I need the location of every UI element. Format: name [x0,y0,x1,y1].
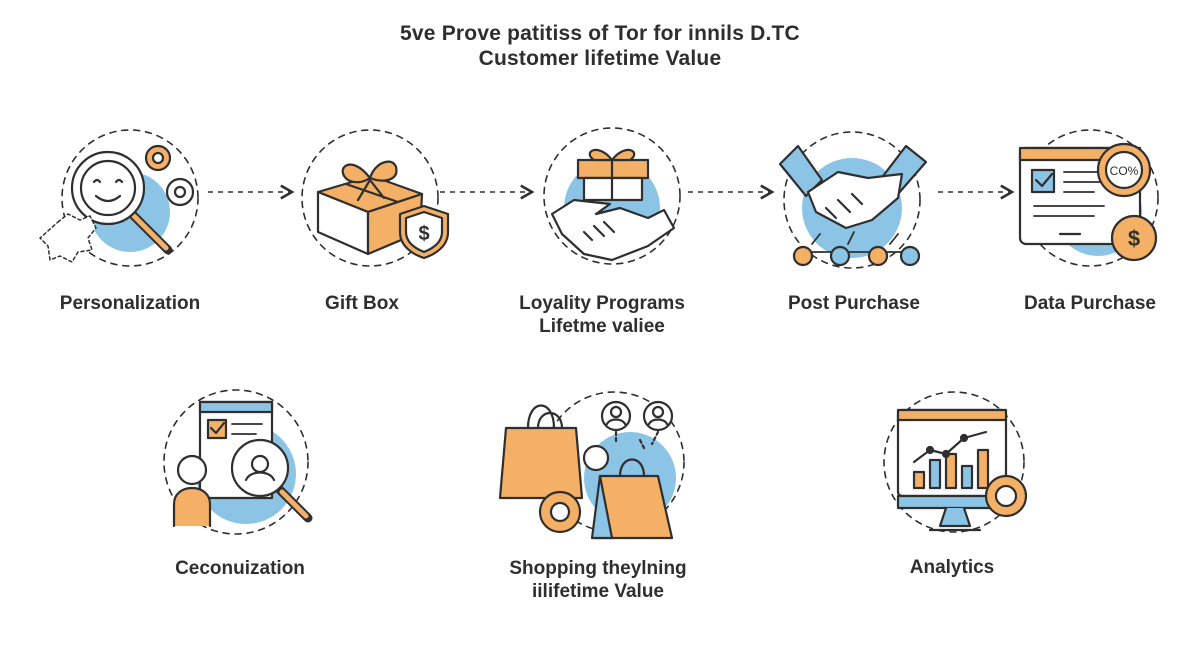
monitor-bar-chart-icon [883,391,1028,533]
step-label-ceconuization: Ceconuization [175,558,305,579]
step-label-shopping: Shopping theylning iilifetime Value [509,557,686,603]
gift-box-dollar-shield-icon [301,129,450,267]
document-dollar-gear-icon [1018,129,1159,267]
title-line-1: 5ve Prove patitiss of Tor for innils D.T… [400,22,800,45]
gift-dollar-sign: $ [418,223,429,245]
step-label-loyalty-line1: Loyality Programs [519,293,685,314]
shopping-bags-users-icon [498,391,685,540]
data-dollar-sign: $ [1128,226,1140,251]
handshake-network-icon [778,131,928,269]
step-label-loyalty-line2: Lifetme valiee [539,316,665,337]
step-label-loyalty-programs: Loyality Programs Lifetme valiee [519,292,685,338]
step-label-shopping-line2: iilifetime Value [532,581,664,602]
step-label-personalization: Personalization [59,293,201,314]
step-label-gift-box: Gift Box [325,293,399,314]
step-label-analytics: Analytics [909,557,995,578]
step-label-shopping-line1: Shopping theylning [509,558,687,579]
profile-document-magnifier-icon [163,389,313,535]
step-label-data-purchase: Data Purchase [1023,293,1157,314]
step-label-post-purchase: Post Purchase [788,293,920,314]
gift-handshake-icon [543,127,681,265]
title-line-2: Customer lifetime Value [478,47,722,70]
gear-percent-text: CO% [1110,164,1139,178]
magnifier-smiley-gears-icon [39,129,199,267]
